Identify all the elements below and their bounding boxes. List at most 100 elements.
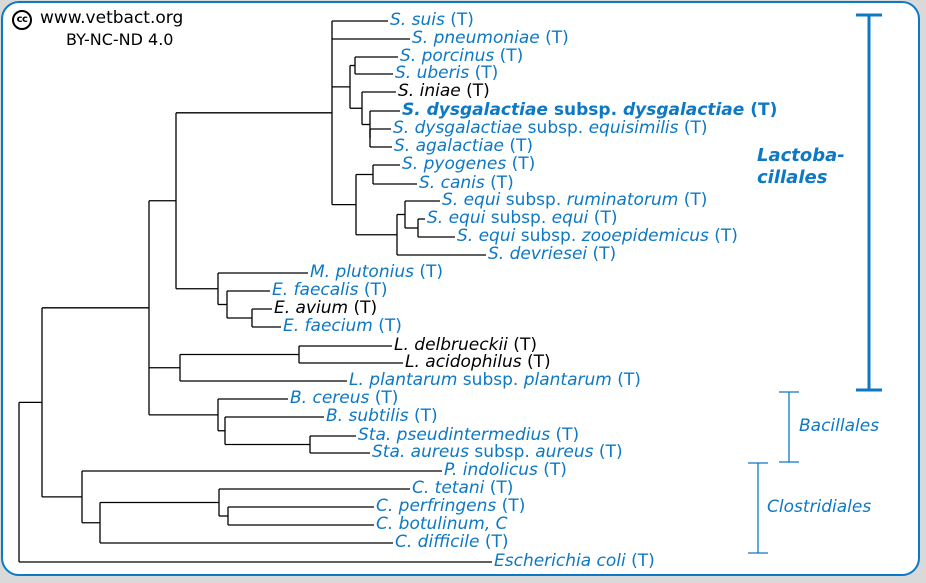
leaf-label: S. pneumoniae (T)	[412, 29, 569, 47]
taxon-name: S. iniae	[398, 81, 461, 101]
leaf-label: L. plantarum subsp. plantarum (T)	[349, 371, 641, 389]
taxon-name: E. faecium	[283, 316, 373, 336]
leaf-label: Sta. aureus subsp. aureus (T)	[372, 443, 623, 461]
leaf-label: S. dysgalactiae subsp. equisimilis (T)	[393, 119, 708, 137]
taxon-name: S. suis	[390, 10, 445, 30]
leaf-label: E. faecalis (T)	[272, 281, 388, 299]
taxon-name: S. dysgalactiae	[393, 118, 523, 138]
taxon-suffix: (T)	[408, 406, 438, 426]
taxon-suffix: (T)	[484, 478, 514, 498]
taxon-suffix: (T)	[678, 190, 708, 210]
leaf-label: S. dysgalactiae subsp. dysgalactiae (T)	[402, 101, 777, 119]
cc-icon: cc	[12, 10, 32, 30]
taxon-suffix: (T)	[484, 173, 514, 193]
credit-site: www.vetbact.org	[40, 8, 184, 28]
leaf-label: S. porcinus (T)	[400, 47, 523, 65]
group-label: Bacillales	[799, 415, 879, 437]
leaf-label: C. perfringens (T)	[376, 497, 525, 515]
taxon-name: M. plutonius	[310, 262, 414, 282]
taxon-name: P. indolicus	[444, 460, 538, 480]
taxon-suffix: (T)	[358, 280, 388, 300]
leaf-label: Escherichia coli (T)	[494, 552, 655, 570]
leaf-label: B. subtilis (T)	[326, 407, 438, 425]
taxon-suffix: (T)	[587, 244, 617, 264]
leaf-label: S. uberis (T)	[395, 64, 498, 82]
credit-license: BY-NC-ND 4.0	[66, 30, 174, 49]
leaf-label: C. botulinum, C	[376, 515, 508, 533]
taxon-suffix: (T)	[521, 352, 551, 372]
taxon-suffix: (T)	[494, 46, 524, 66]
taxon-name: S. canis	[419, 173, 485, 193]
taxon-name: dysgalactiae	[622, 100, 745, 120]
taxon-suffix: (T)	[413, 262, 444, 282]
tree-frame	[1, 1, 920, 576]
taxon-name: Sta. pseudintermedius	[358, 425, 551, 445]
taxon-suffix: (T)	[369, 388, 399, 408]
taxon-name: Escherichia coli	[494, 551, 626, 571]
taxon-suffix: (T)	[537, 460, 567, 480]
taxon-name: C. difficile	[395, 532, 480, 552]
taxon-name: L. delbrueckii	[394, 335, 508, 355]
taxon-name: S. pyogenes	[402, 154, 507, 174]
taxon-suffix: (T)	[496, 496, 526, 516]
taxon-name: S. porcinus	[400, 46, 495, 66]
taxon-suffix: (T)	[460, 81, 490, 101]
leaf-label: P. indolicus (T)	[444, 461, 567, 479]
taxon-name: S. equi	[457, 226, 516, 246]
taxon-name: zooepidemicus	[581, 226, 709, 246]
taxon-name: S. pneumoniae	[412, 28, 540, 48]
taxon-suffix: (T)	[593, 442, 623, 462]
taxon-suffix: (T)	[507, 335, 537, 355]
taxon-suffix: (T)	[479, 532, 509, 552]
taxon-name: E. faecalis	[272, 280, 359, 300]
taxon-suffix: subsp.	[547, 100, 623, 120]
taxon-suffix: subsp.	[485, 208, 552, 228]
leaf-label: S. iniae (T)	[398, 82, 490, 100]
leaf-label: S. canis (T)	[419, 174, 514, 192]
taxon-suffix: (T)	[744, 100, 778, 120]
taxon-suffix: subsp.	[500, 190, 567, 210]
taxon-name: Sta. aureus	[372, 442, 469, 462]
taxon-suffix: (T)	[503, 136, 534, 156]
taxon-name: equi	[551, 208, 589, 228]
group-label-line: Bacillales	[799, 416, 880, 436]
taxon-name: S. dysgalactiae	[402, 100, 548, 120]
leaf-label: E. avium (T)	[274, 299, 377, 317]
taxon-name: aureus	[535, 442, 594, 462]
group-label-line: cillales	[757, 167, 828, 188]
group-label: Clostridiales	[767, 496, 871, 518]
taxon-suffix: (T)	[708, 226, 738, 246]
leaf-label: L. delbrueckii (T)	[394, 336, 537, 354]
taxon-name: L. acidophilus	[405, 352, 522, 372]
leaf-label: S. agalactiae (T)	[394, 137, 533, 155]
taxon-suffix: (T)	[372, 316, 402, 336]
taxon-suffix: (T)	[678, 118, 708, 138]
taxon-suffix: (T)	[348, 298, 378, 318]
taxon-name: C. perfringens	[376, 496, 497, 516]
taxon-suffix: (T)	[444, 10, 474, 30]
taxon-name: C. tetani	[412, 478, 485, 498]
taxon-suffix: (T)	[539, 28, 569, 48]
leaf-label: B. cereus (T)	[290, 389, 398, 407]
leaf-label: E. faecium (T)	[283, 317, 402, 335]
taxon-name: B. cereus	[290, 388, 370, 408]
taxon-suffix: subsp.	[457, 370, 524, 390]
taxon-name: S. equi	[427, 208, 486, 228]
taxon-suffix: (T)	[550, 425, 580, 445]
taxon-suffix: (T)	[469, 63, 499, 83]
taxon-suffix: subsp.	[468, 442, 536, 462]
leaf-label: L. acidophilus (T)	[405, 353, 551, 371]
group-label-line: Clostridiales	[767, 497, 872, 517]
taxon-suffix: (T)	[625, 551, 655, 571]
taxon-suffix: subsp.	[515, 226, 582, 246]
taxon-suffix: (T)	[506, 154, 536, 174]
taxon-name: equisimilis	[588, 118, 679, 138]
taxon-name: E. avium	[274, 298, 349, 318]
taxon-suffix: (T)	[588, 208, 618, 228]
leaf-label: S. devriesei (T)	[488, 245, 616, 263]
taxon-name: ruminatorum	[566, 190, 679, 210]
leaf-label: S. equi subsp. zooepidemicus (T)	[457, 227, 738, 245]
leaf-label: S. suis (T)	[390, 11, 474, 29]
group-label-line: Lactoba-	[757, 145, 845, 166]
taxon-name: L. plantarum	[349, 370, 458, 390]
